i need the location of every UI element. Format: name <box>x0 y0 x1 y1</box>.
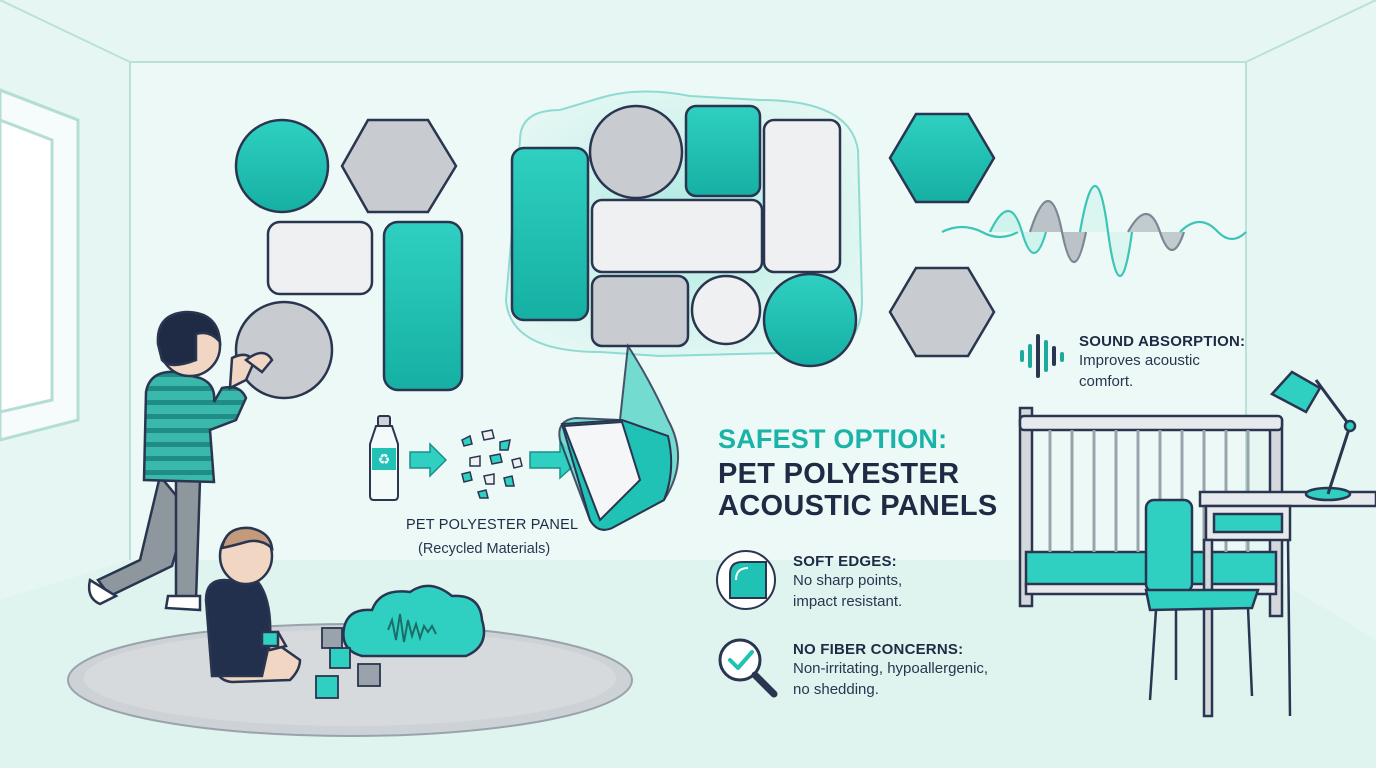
panel-cross-section-icon <box>558 343 679 531</box>
teal-tall-center-panel <box>510 146 590 322</box>
feature-desc-line: comfort. <box>1079 373 1134 390</box>
baby-figure <box>204 526 302 684</box>
sound-wave-icon <box>1020 334 1064 378</box>
window <box>0 88 80 442</box>
white-rect-panel <box>266 220 374 296</box>
sound-wave-graphic <box>941 184 1247 278</box>
panel-subcaption: (Recycled Materials) <box>418 541 551 557</box>
recycle-process: ♻ <box>369 343 679 531</box>
cloud-pillow <box>342 584 486 658</box>
white-circle-center-panel <box>690 274 762 346</box>
gray-hexagon-panel <box>340 118 458 214</box>
toddler-figure <box>87 310 274 612</box>
teal-tall-panel <box>382 220 464 392</box>
rounded-corner-icon <box>716 550 776 610</box>
feature-no-fiber: NO FIBER CONCERNS: Non-irritating, hypoa… <box>793 641 988 700</box>
feature-title: SOFT EDGES: <box>793 553 897 570</box>
headline-line-1: PET POLYESTER <box>718 458 960 490</box>
teal-square-center-panel <box>684 104 762 198</box>
wall-panels-right <box>888 112 996 358</box>
feature-desc-line: impact resistant. <box>793 593 903 610</box>
teal-hexagon-panel <box>888 112 996 204</box>
wall-panels-left <box>234 118 464 400</box>
bottle-icon: ♻ <box>369 415 399 501</box>
feature-desc-line: Improves acoustic <box>1079 352 1200 369</box>
desk-set <box>1144 370 1376 718</box>
gray-hexagon-right-panel <box>888 266 996 358</box>
panel-caption: PET POLYESTER PANEL <box>406 517 579 533</box>
teal-circle-panel <box>234 118 330 214</box>
magnifier-check-icon <box>718 638 778 698</box>
feature-soft-edges: SOFT EDGES: No sharp points, impact resi… <box>793 553 902 612</box>
svg-text:♻: ♻ <box>378 452 391 468</box>
white-tall-center-panel <box>762 118 842 274</box>
feature-desc-line: No sharp points, <box>793 572 903 589</box>
feature-title: SOUND ABSORPTION: <box>1079 333 1246 350</box>
white-wide-center-panel <box>590 198 764 274</box>
toy-blocks <box>315 627 381 699</box>
feature-sound-absorption: SOUND ABSORPTION: Improves acoustic comf… <box>1079 333 1245 392</box>
teal-circle-center-panel <box>762 272 858 368</box>
gray-circle-panel <box>234 300 334 400</box>
feature-desc-line: no shedding. <box>793 681 879 698</box>
gray-circle-center-panel <box>588 104 684 200</box>
headline-line-2: ACOUSTIC PANELS <box>718 490 998 522</box>
headline-accent: SAFEST OPTION: <box>718 424 948 454</box>
gray-rect-center-panel <box>590 274 690 348</box>
wall-panels-center-cluster <box>504 90 864 368</box>
flakes-icon <box>461 429 523 499</box>
feature-title: NO FIBER CONCERNS: <box>793 641 964 658</box>
feature-desc-line: Non-irritating, hypoallergenic, <box>793 660 989 677</box>
